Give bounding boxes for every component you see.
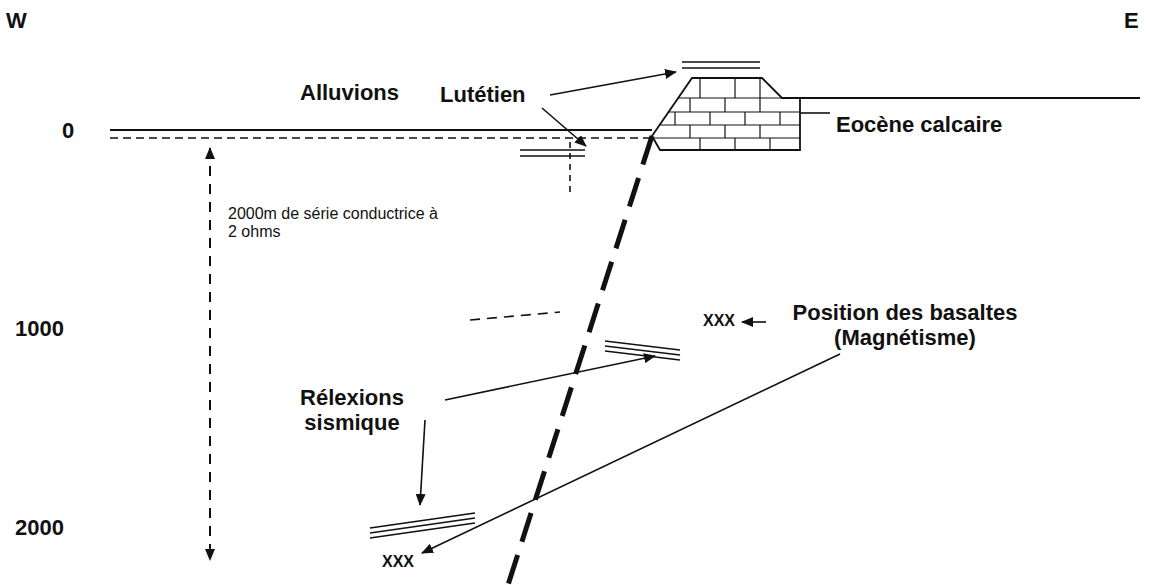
reflection-note: Rélexions sismique: [272, 385, 432, 436]
basalt-mark: XXX: [382, 553, 414, 571]
depth-tick: 1000: [15, 316, 64, 341]
formation-label: Alluvions: [300, 80, 399, 105]
formation-label: Eocène calcaire: [836, 112, 1002, 137]
compass-east: E: [1124, 8, 1139, 33]
thickness-note: 2000m de série conductrice à 2 ohms: [228, 205, 443, 242]
depth-tick: 2000: [15, 515, 64, 540]
basalt-note: Position des basaltes (Magnétisme): [770, 300, 1040, 351]
depth-tick: 0: [62, 118, 74, 143]
compass-west: W: [6, 8, 27, 33]
formation-label: Lutétien: [440, 82, 526, 107]
basalt-mark: XXX: [703, 312, 735, 330]
